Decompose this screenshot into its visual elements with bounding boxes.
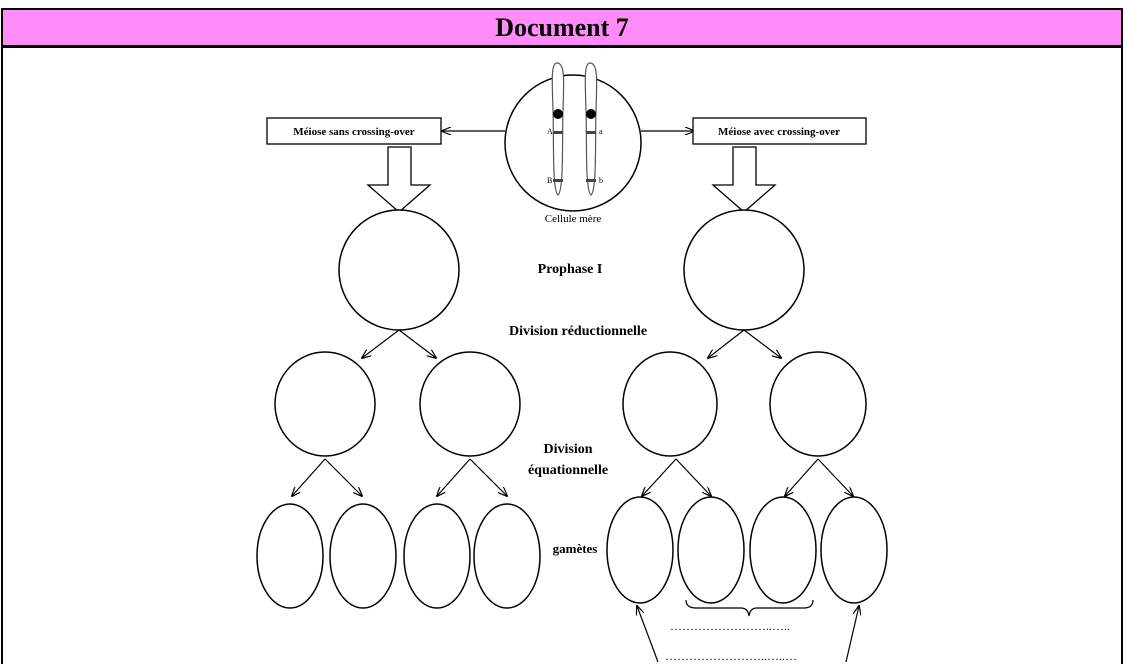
gamete-left-2 [329, 503, 397, 609]
recombined-gametes-brace [685, 599, 814, 617]
arrow-left-eq-4 [469, 458, 507, 496]
arrow-left-eq-2 [324, 458, 362, 496]
equational-division-label-line2: équationnelle [528, 463, 608, 478]
chromosome-left [551, 62, 565, 196]
document-title: Document 7 [495, 12, 629, 42]
document-header: Document 7 [3, 10, 1121, 48]
equational-division-label-line1: Division [543, 442, 592, 457]
gamete-right-4 [820, 496, 888, 604]
right-daughter-cell-2 [769, 351, 867, 457]
left-meiosis-label: Méiose sans crossing-over [293, 126, 415, 138]
right-meiosis-label: Méiose avec crossing-over [718, 126, 840, 138]
arrow-to-parental-gamete-1 [637, 606, 659, 663]
prophase-label: Prophase I [538, 262, 603, 277]
right-meiosis-box [692, 117, 867, 145]
centromere-right [586, 109, 596, 119]
arrow-right-eq-4 [817, 458, 853, 496]
reductional-division-label: Division réductionnelle [509, 324, 647, 339]
arrow-right-eq-3 [785, 458, 819, 496]
centromere-left [553, 109, 563, 119]
dotted-answer-line-1: ……………………..….. [670, 619, 790, 633]
gamete-right-1 [606, 496, 674, 604]
arrow-right-red-1 [708, 329, 745, 358]
left-down-arrow [366, 146, 432, 213]
arrow-right-red-2 [743, 329, 781, 358]
arrow-left-red-1 [362, 329, 400, 358]
gamete-right-2 [677, 496, 745, 604]
arrow-to-parental-gamete-2 [845, 606, 859, 663]
left-daughter-cell-1 [274, 351, 376, 457]
right-daughter-cell-1 [622, 351, 718, 457]
gamete-left-1 [256, 503, 324, 609]
arrow-left-eq-1 [292, 458, 326, 496]
left-meiosis-box [266, 117, 442, 145]
left-daughter-cell-2 [419, 351, 521, 457]
dotted-answer-line-2: ……………………..…..… [665, 649, 797, 663]
allele-A-label: A [547, 127, 553, 136]
mother-cell-label: Cellule mère [545, 213, 602, 225]
arrow-right-eq-2 [675, 458, 711, 496]
arrow-right-eq-1 [642, 458, 677, 496]
chromosome-right [584, 62, 598, 196]
gamete-left-4 [473, 503, 541, 609]
left-prophase-cell [338, 209, 460, 331]
mother-cell: A a B b [504, 62, 642, 212]
right-down-arrow [711, 146, 777, 213]
allele-a-label: a [599, 127, 603, 136]
gamete-left-3 [403, 503, 471, 609]
arrow-left-eq-3 [437, 458, 471, 496]
document-frame: Document 7 [1, 8, 1123, 664]
allele-B-label: B [547, 176, 552, 185]
right-prophase-cell [683, 209, 805, 331]
gamete-right-3 [749, 496, 817, 604]
allele-b-label: b [599, 176, 603, 185]
gametes-label: gamètes [553, 541, 598, 556]
arrow-left-red-2 [398, 329, 436, 358]
